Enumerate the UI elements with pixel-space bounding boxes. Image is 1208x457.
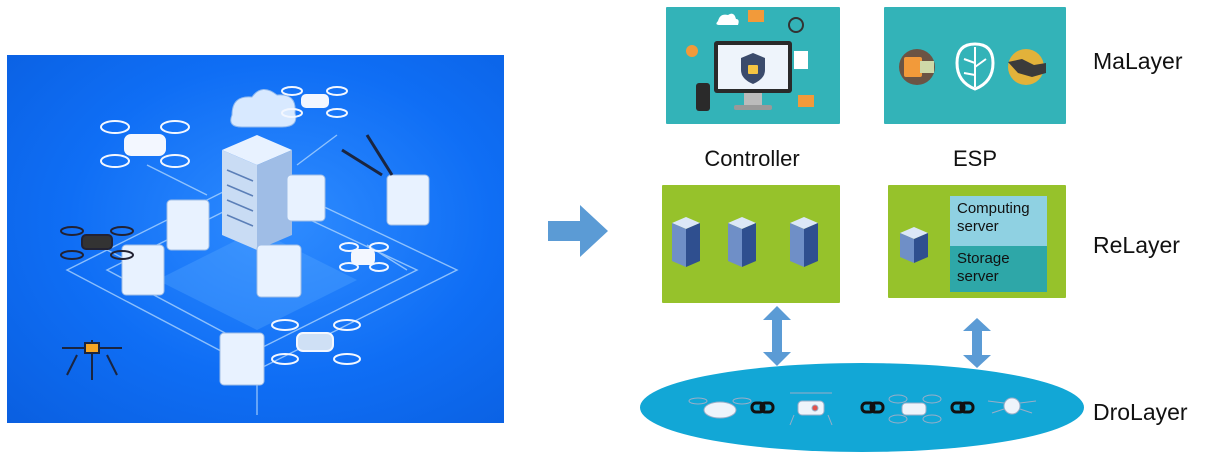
controller-label: Controller	[704, 146, 800, 171]
controller-management-panel	[666, 7, 840, 124]
controller-resource-panel	[662, 185, 840, 303]
security-monitor-icon	[686, 10, 814, 111]
isometric-network-art	[60, 86, 459, 415]
drone-icon	[888, 394, 942, 424]
drolayer-label: DroLayer	[1093, 399, 1188, 425]
drone-icon	[339, 242, 389, 272]
right-arrow-icon	[548, 205, 608, 257]
up-down-arrow-icon	[963, 318, 991, 368]
link-icon	[860, 401, 885, 414]
drone-chain-icons	[688, 392, 1037, 426]
drone-icon	[987, 397, 1037, 415]
malayer-label: MaLayer	[1093, 48, 1183, 74]
cloud-icon	[230, 89, 297, 128]
esp-management-panel	[884, 7, 1066, 124]
ai-business-icons	[899, 42, 1046, 91]
drone-icon	[789, 392, 833, 426]
link-icon	[950, 401, 975, 414]
storage-server-box: Storage server	[950, 246, 1047, 292]
drone-layer-ellipse	[640, 363, 1084, 452]
esp-label: ESP	[952, 146, 998, 171]
link-icon	[750, 401, 775, 414]
drone-icon	[100, 120, 190, 168]
drone-icon	[60, 226, 134, 260]
drone-icon	[271, 319, 361, 365]
relayer-label: ReLayer	[1093, 232, 1180, 258]
server-icon	[900, 227, 928, 263]
server-rack-group-icon	[672, 217, 818, 267]
satellite-dish-icon	[341, 134, 394, 177]
agri-drone-icon	[62, 340, 122, 380]
computing-server-box: Computing server	[950, 196, 1047, 246]
drone-icon	[281, 86, 348, 118]
drone-icon	[688, 397, 752, 419]
up-down-arrow-icon	[763, 306, 791, 366]
central-server-tower-icon	[222, 135, 292, 250]
drone-network-illustration	[7, 55, 504, 423]
